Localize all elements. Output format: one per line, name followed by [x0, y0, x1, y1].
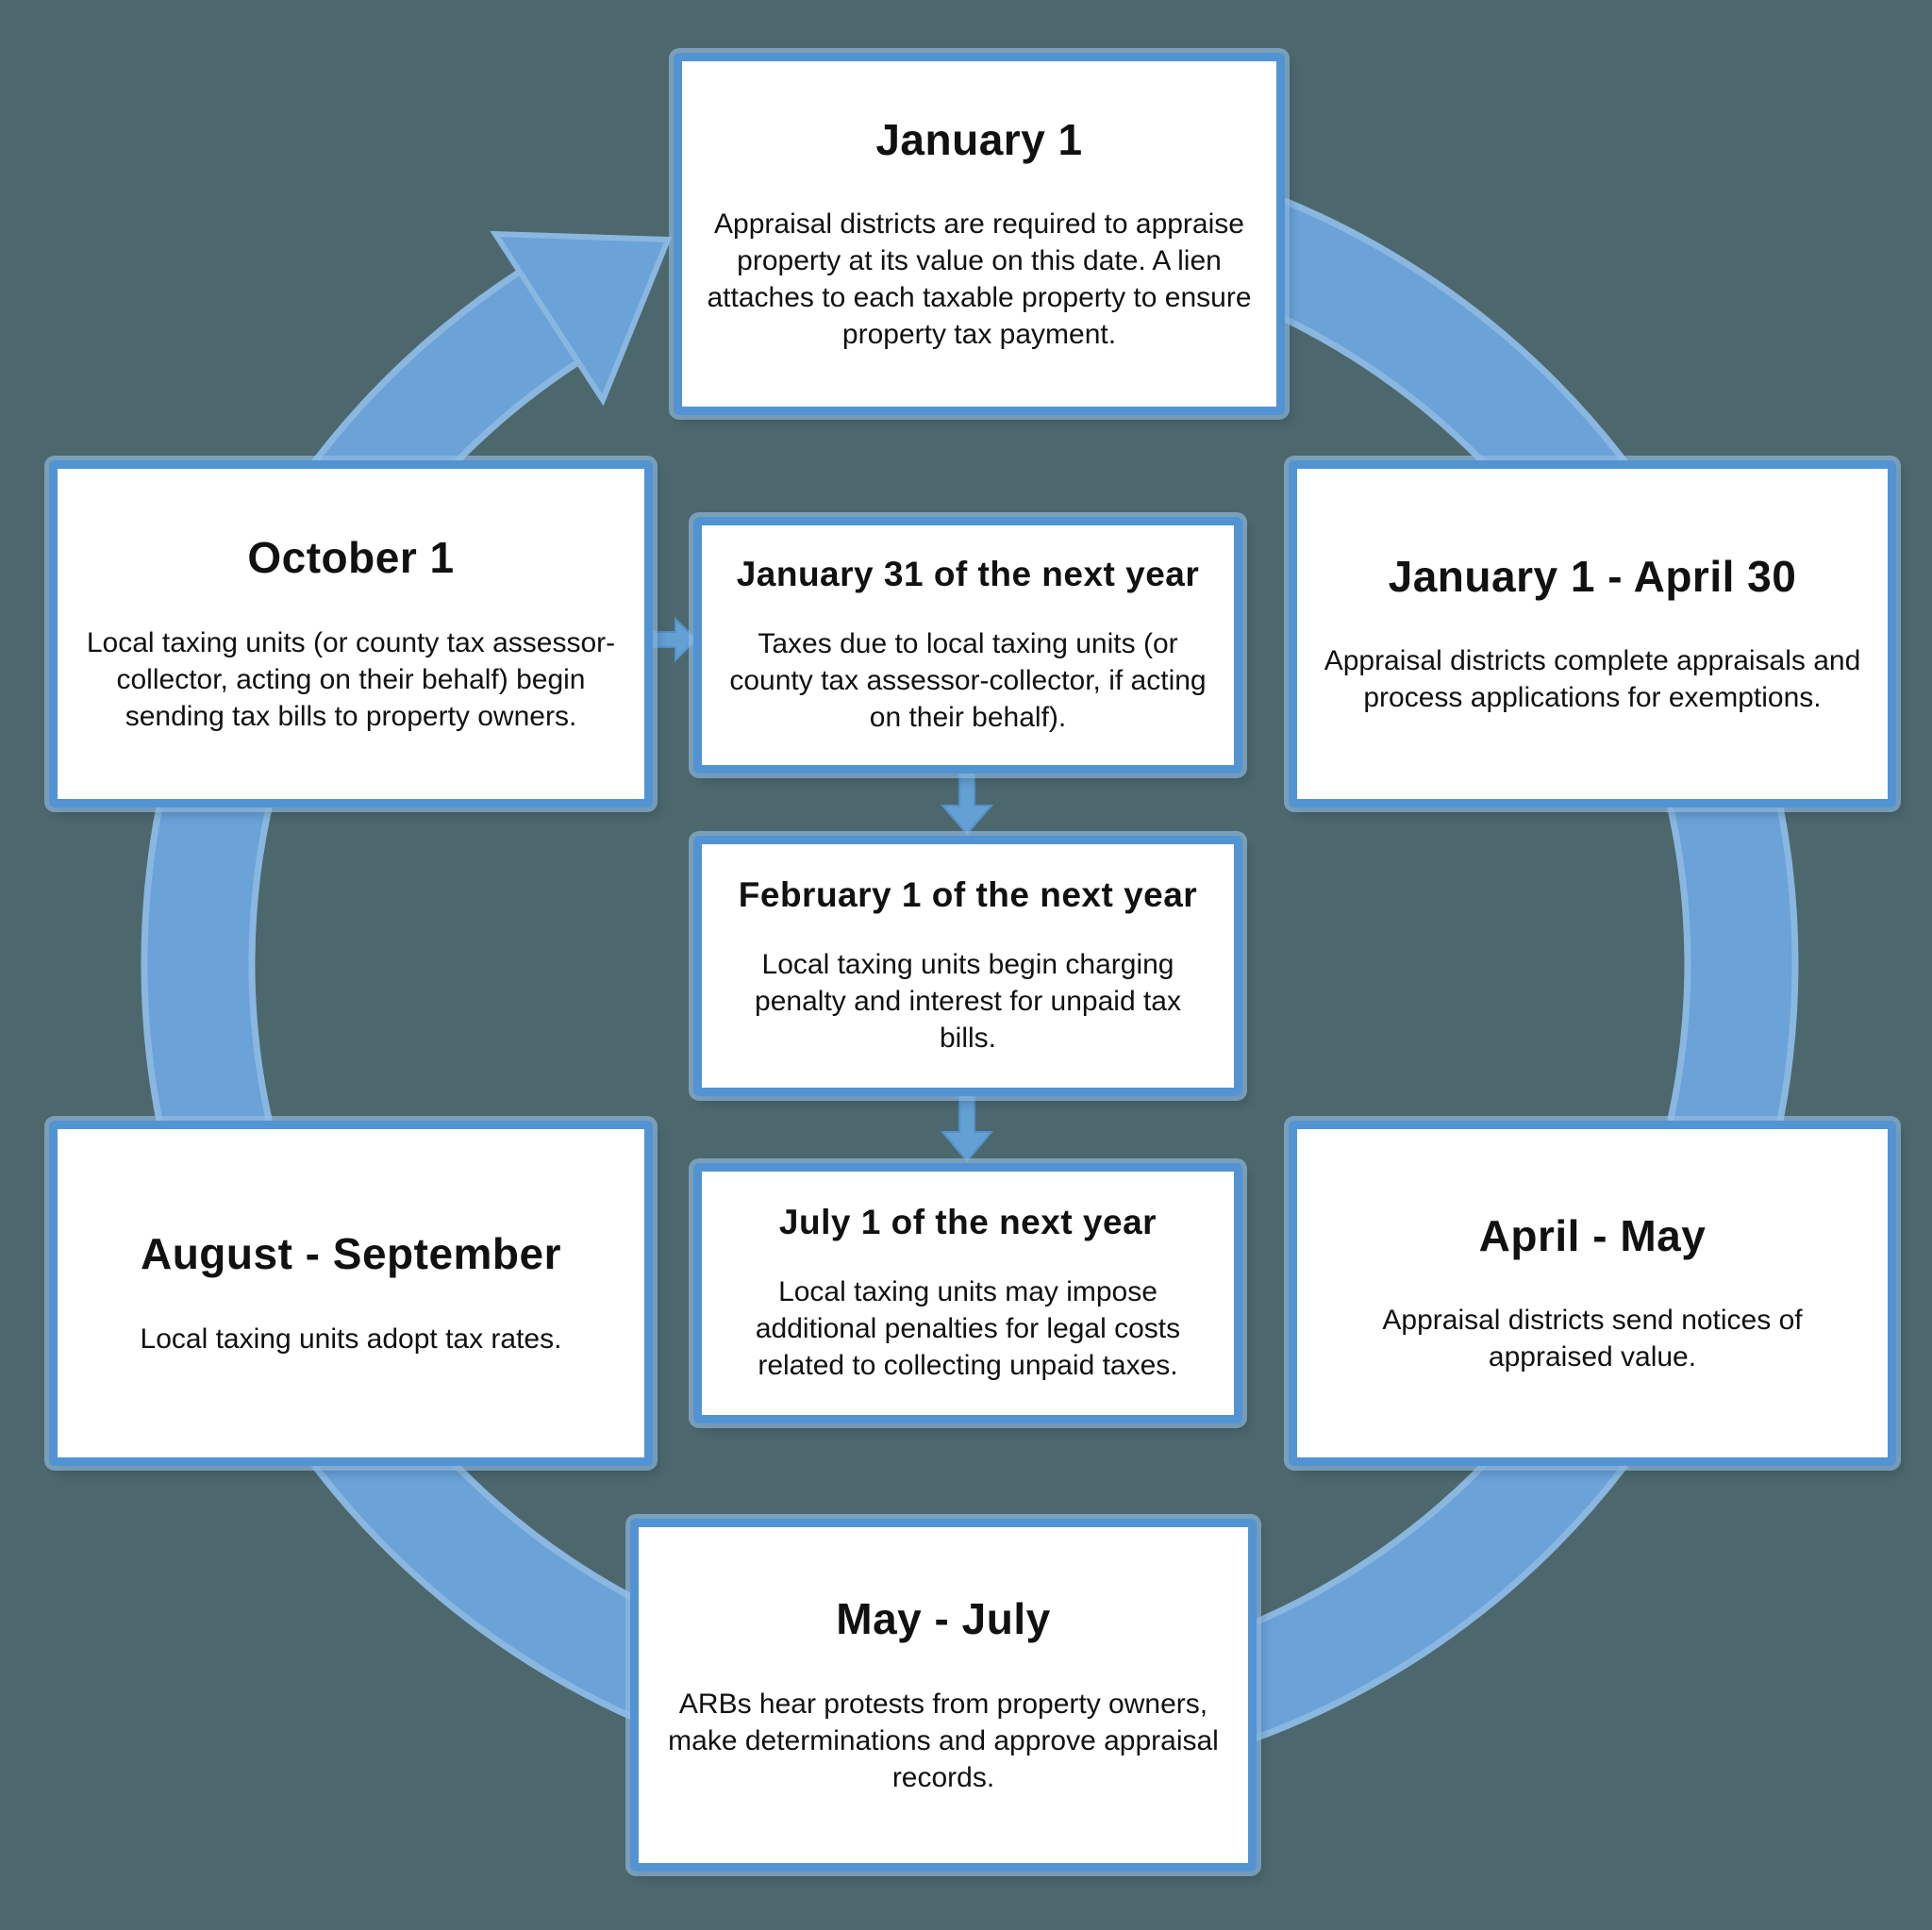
stage-box-may-july: May - July ARBs hear protests from prope… [630, 1519, 1257, 1872]
flow-arrow-right-icon [652, 616, 698, 663]
stage-title: August - September [140, 1229, 562, 1279]
stage-box-april-may: April - May Appraisal districts send not… [1289, 1121, 1896, 1466]
stage-box-january-1: January 1 Appraisal districts are requir… [674, 53, 1285, 415]
stage-box-january-31-next-year: January 31 of the next year Taxes due to… [693, 517, 1242, 774]
stage-title: January 1 [875, 114, 1083, 164]
stage-box-february-1-next-year: February 1 of the next year Local taxing… [693, 836, 1242, 1096]
stage-title: May - July [836, 1594, 1051, 1644]
stage-body: ARBs hear protests from property owners,… [668, 1688, 1219, 1793]
stage-body: Appraisal districts are required to appr… [707, 208, 1252, 351]
stage-title: October 1 [247, 533, 455, 583]
stage-body: Local taxing units adopt tax rates. [140, 1323, 562, 1355]
stage-title: February 1 of the next year [738, 875, 1198, 915]
stage-title: July 1 of the next year [778, 1203, 1158, 1242]
stage-title: April - May [1478, 1210, 1707, 1260]
stage-body: Local taxing units (or county tax assess… [86, 626, 616, 732]
stage-body: Taxes due to local taxing units (or coun… [729, 627, 1207, 733]
flow-arrow-down-icon [940, 1093, 994, 1163]
flow-arrow-down-icon [940, 771, 994, 836]
ring-arrowhead-icon [490, 230, 673, 407]
stage-box-october-1: October 1 Local taxing units (or county … [49, 460, 653, 807]
stage-body: Appraisal districts complete appraisals … [1324, 645, 1861, 714]
stage-body: Local taxing units may impose additional… [755, 1275, 1181, 1381]
stage-box-august-september: August - September Local taxing units ad… [49, 1121, 653, 1466]
stage-box-july-1-next-year: July 1 of the next year Local taxing uni… [693, 1163, 1242, 1423]
stage-body: Appraisal districts send notices of appr… [1382, 1305, 1803, 1373]
stage-box-january-1-april-30: January 1 - April 30 Appraisal districts… [1289, 460, 1896, 807]
stage-title: January 31 of the next year [736, 555, 1200, 594]
stage-body: Local taxing units begin charging penalt… [755, 948, 1181, 1054]
stage-title: January 1 - April 30 [1388, 551, 1797, 601]
